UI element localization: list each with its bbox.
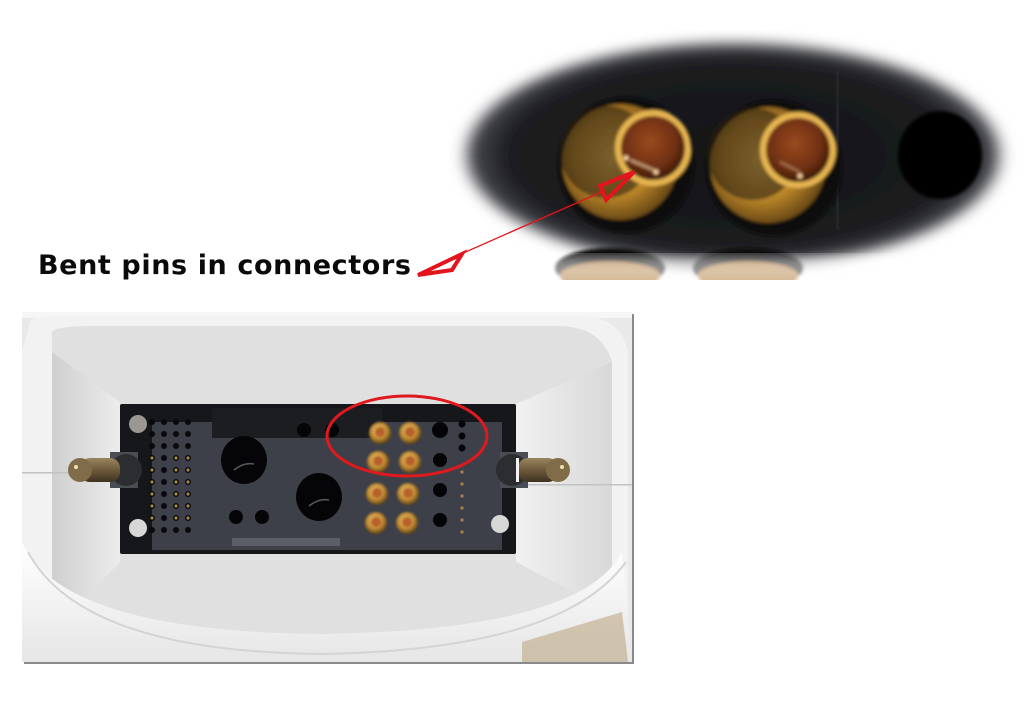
left-thumbscrew-icon [68, 452, 142, 488]
caption-bent-pins: Bent pins in connectors [38, 250, 412, 281]
right-thumbscrew-icon [496, 452, 570, 488]
zoomed-connector-photo [448, 30, 1024, 280]
probe-connector-photo [22, 312, 632, 662]
highlight-circle [325, 394, 489, 478]
